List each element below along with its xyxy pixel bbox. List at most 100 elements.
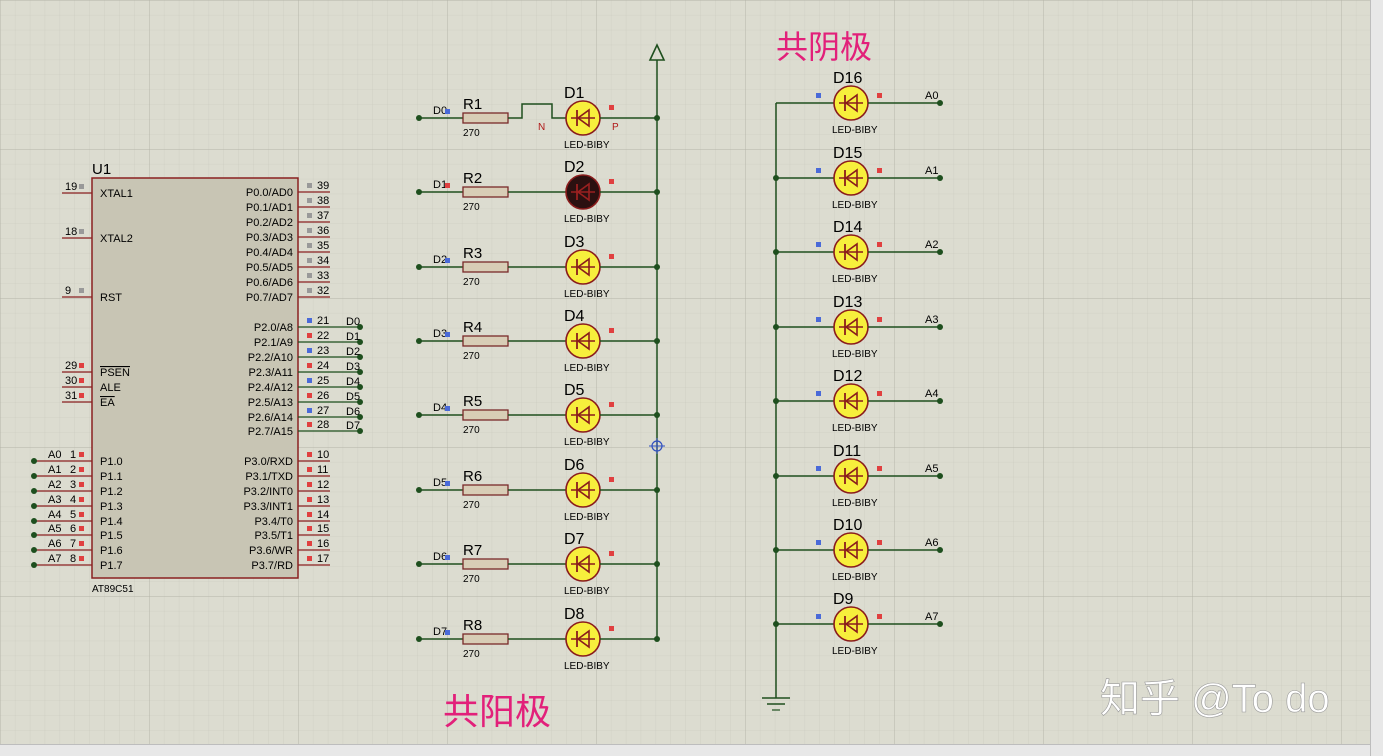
led-pin-label: N [538,122,545,133]
mcu-u1[interactable]: U1 AT89C51 19XTAL118XTAL29RST29PSEN30ALE… [31,161,363,595]
mcu-pin-name: P0.2/AD2 [246,217,293,229]
mcu-pin-state [307,333,312,338]
resistor-body[interactable] [462,558,509,570]
net-label: D0 [433,105,447,117]
net-label: A0 [48,449,61,461]
wire-junction [654,636,660,642]
led-model: LED-BIBY [564,661,610,672]
led-d9[interactable] [833,606,869,642]
mcu-ref: U1 [92,161,111,178]
led-d8[interactable] [565,621,601,657]
wire-junction [31,503,37,509]
wire-junction [357,369,363,375]
mcu-pin-state [307,378,312,383]
led-pin-state [609,477,614,482]
led-ref: D14 [833,219,862,236]
mcu-body [91,177,299,579]
resistor-body[interactable] [462,261,509,273]
mcu-pin-number: 12 [317,479,329,491]
led-d10[interactable] [833,532,869,568]
led-d15[interactable] [833,160,869,196]
mcu-pin-number: 17 [317,553,329,565]
mcu-pin-state [307,526,312,531]
net-label: A4 [925,388,938,400]
led-d6[interactable] [565,472,601,508]
led-d11[interactable] [833,458,869,494]
led-pin-state [877,466,882,471]
led-d5[interactable] [565,397,601,433]
mcu-pin-number: 6 [70,523,76,535]
led-d1-diode-symbol [576,108,590,128]
resistor-body[interactable] [462,484,509,496]
mcu-pin-name: P2.1/A9 [254,337,293,349]
led-d14[interactable] [833,234,869,270]
wire-junction [416,338,422,344]
led-d12[interactable] [833,383,869,419]
mcu-pin-name: P1.3 [100,501,123,513]
led-ref: D5 [564,382,585,399]
vertical-scrollbar[interactable] [1370,0,1383,756]
led-d16[interactable] [833,85,869,121]
led-d8-diode-symbol [576,629,590,649]
led-model: LED-BIBY [564,140,610,151]
led-d6-diode-symbol [576,480,590,500]
resistor-body[interactable] [462,186,509,198]
horizontal-scrollbar[interactable] [0,744,1370,756]
mcu-pin-name: ALE [100,382,121,394]
mcu-pin-number: 31 [65,390,77,402]
led-model: LED-BIBY [832,274,878,285]
mcu-pin-name: XTAL2 [100,233,133,245]
led-d3[interactable] [565,249,601,285]
led-d13[interactable] [833,309,869,345]
led-model: LED-BIBY [832,200,878,211]
led-d7[interactable] [565,546,601,582]
mcu-pin-number: 25 [317,375,329,387]
mcu-pin-number: 23 [317,345,329,357]
led-d12-diode-symbol [844,391,858,411]
led-pin-state [816,93,821,98]
resistor-body[interactable] [462,335,509,347]
wire-junction [357,324,363,330]
led-model: LED-BIBY [832,125,878,136]
led-d14-diode-symbol [844,242,858,262]
mcu-pin-state [79,229,84,234]
mcu-pin-name: P1.5 [100,530,123,542]
mcu-pin-name: P3.2/INT0 [243,486,293,498]
led-ref: D11 [833,443,861,460]
led-d2[interactable] [565,174,601,210]
led-d11-diode-symbol [844,466,858,486]
led-ref: D3 [564,234,585,251]
mcu-pin-name: P1.6 [100,545,123,557]
led-model: LED-BIBY [564,363,610,374]
mcu-pin-number: 22 [317,330,329,342]
node-state [445,332,450,337]
resistor-body[interactable] [462,112,509,124]
net-label: D6 [346,406,360,418]
wire-junction [773,621,779,627]
mcu-pin-name: P2.0/A8 [254,322,293,334]
wire-junction [31,458,37,464]
mcu-pin-name: P0.7/AD7 [246,292,293,304]
resistor-body[interactable] [462,409,509,421]
led-d1[interactable] [565,100,601,136]
led-pin-state [877,317,882,322]
mcu-pin-number: 29 [65,360,77,372]
resistor-body[interactable] [462,633,509,645]
led-ref: D13 [833,294,862,311]
wire-junction [654,487,660,493]
mcu-pin-name: P0.5/AD5 [246,262,293,274]
mcu-pin-state [307,318,312,323]
schematic-canvas[interactable]: U1 AT89C51 19XTAL118XTAL29RST29PSEN30ALE… [0,0,1370,744]
mcu-pin-state [307,198,312,203]
mcu-pin-name: P1.7 [100,560,123,572]
mcu-pin-name: P2.2/A10 [248,352,293,364]
led-d4[interactable] [565,323,601,359]
mcu-pin-number: 24 [317,360,329,372]
led-d13-diode-symbol [844,317,858,337]
led-pin-state [609,105,614,110]
led-pin-state [816,466,821,471]
mcu-pin-state [307,273,312,278]
mcu-pin-number: 30 [65,375,77,387]
led-ref: D15 [833,145,862,162]
